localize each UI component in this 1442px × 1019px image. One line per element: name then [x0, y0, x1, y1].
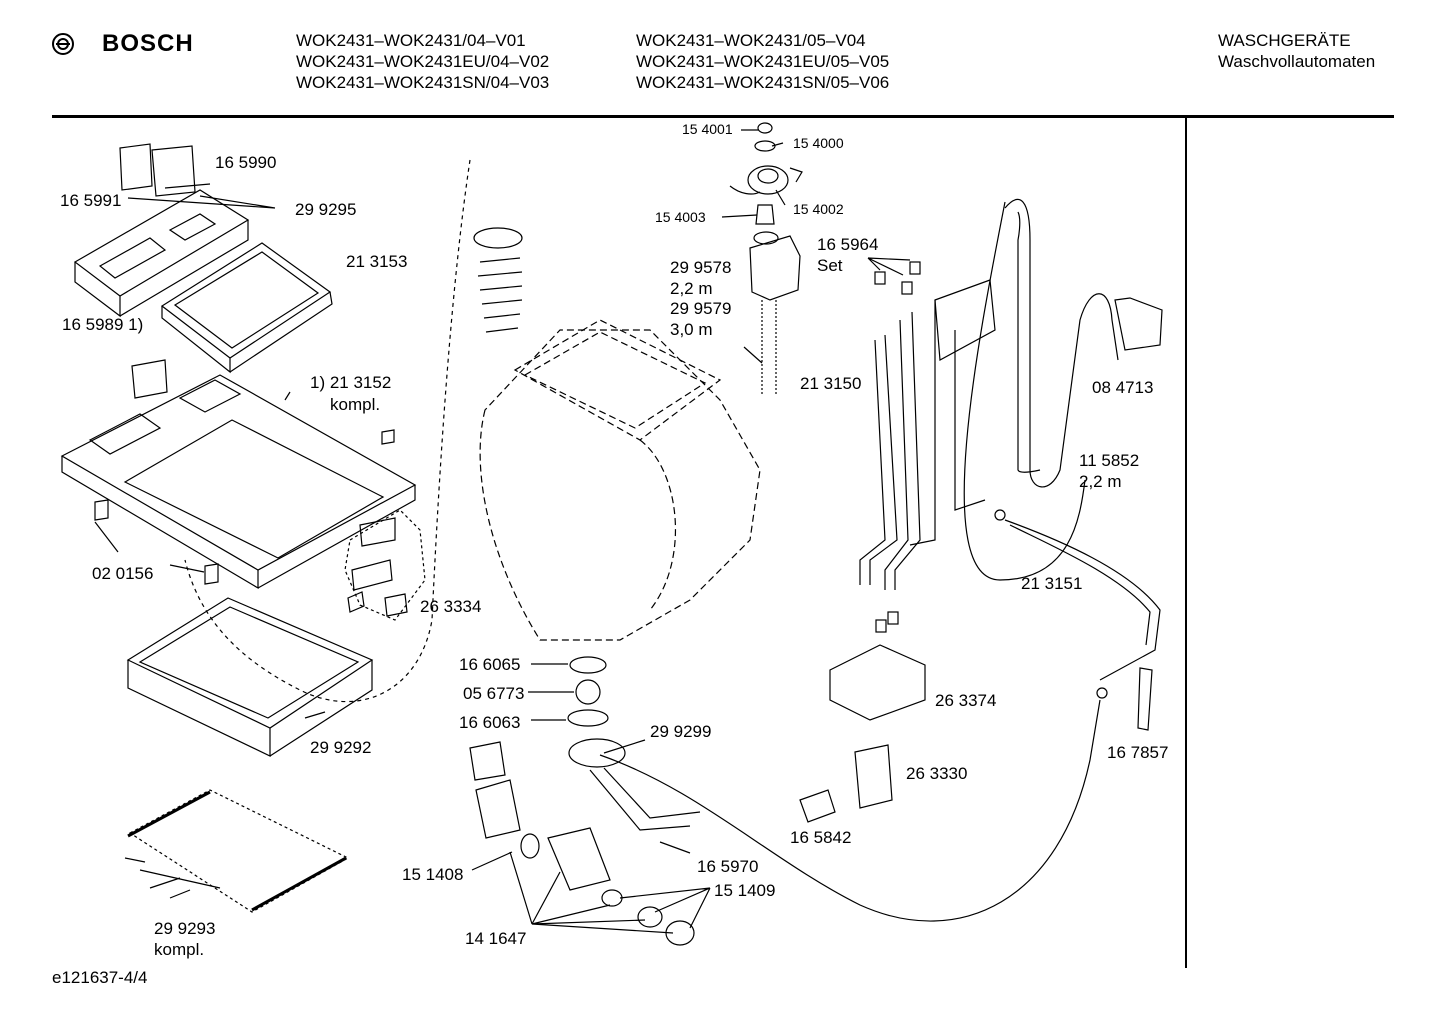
- part-label: 29 9293: [154, 919, 216, 938]
- model-line: WOK2431–WOK2431EU/05–V05: [636, 52, 890, 71]
- part-label: 21 3151: [1021, 574, 1083, 593]
- part-label: 26 3330: [906, 764, 968, 783]
- model-line: WOK2431–WOK2431SN/04–V03: [296, 73, 550, 92]
- leader-lines: [94, 129, 911, 934]
- part-label: 15 1409: [714, 881, 776, 900]
- model-line: WOK2431–WOK2431EU/04–V02: [296, 52, 550, 71]
- drain-hose-loop: [1004, 198, 1163, 488]
- lid-seal-frame: [126, 597, 374, 757]
- part-label: kompl.: [154, 940, 205, 959]
- part-label: 15 4002: [793, 201, 844, 217]
- hose-clip: [1137, 667, 1153, 731]
- cabinet-outline: [184, 159, 471, 703]
- hose-outline: [963, 201, 1086, 581]
- part-label: 16 7857: [1107, 743, 1169, 762]
- hose-21-3151: [994, 509, 1161, 699]
- part-label: 29 9292: [310, 738, 372, 757]
- part-label: 2,2 m: [1079, 472, 1122, 491]
- part-label: 08 4713: [1092, 378, 1154, 397]
- part-label: 21 3153: [346, 252, 408, 271]
- pump-assembly: [469, 656, 701, 946]
- part-label: 29 9295: [295, 200, 357, 219]
- part-label: 16 5842: [790, 828, 852, 847]
- model-line: WOK2431–WOK2431/04–V01: [296, 31, 526, 50]
- model-list-right: WOK2431–WOK2431/05–V04 WOK2431–WOK2431EU…: [636, 30, 889, 93]
- part-label: 3,0 m: [670, 320, 713, 339]
- part-label: 1) 21 3152: [310, 373, 392, 392]
- part-label: 29 9578: [670, 258, 732, 277]
- solenoid-valve-263374: [829, 611, 926, 721]
- top-frame: [60, 359, 417, 590]
- model-line: WOK2431–WOK2431SN/05–V06: [636, 73, 890, 92]
- part-label: 29 9579: [670, 299, 732, 318]
- header-rule: [52, 115, 1394, 118]
- drawing-id: e121637-4/4: [52, 968, 148, 987]
- model-list-left: WOK2431–WOK2431/04–V01 WOK2431–WOK2431EU…: [296, 30, 549, 93]
- part-label: 16 5989 1): [62, 315, 144, 334]
- part-label: 16 5991: [60, 191, 122, 210]
- washing-tub: [479, 319, 761, 641]
- model-line: WOK2431–WOK2431/05–V04: [636, 31, 866, 50]
- category-title: WASCHGERÄTE: [1218, 31, 1351, 50]
- drawer-housing: [160, 242, 333, 374]
- part-label: 26 3374: [935, 691, 997, 710]
- door-lock-assembly: [344, 509, 426, 621]
- bosch-armature-icon: [52, 33, 74, 55]
- part-label: 02 0156: [92, 564, 154, 583]
- part-label: 15 4003: [655, 209, 706, 225]
- part-label: 16 6063: [459, 713, 521, 732]
- part-label: 16 5990: [215, 153, 277, 172]
- brand-name: BOSCH: [102, 30, 194, 57]
- solenoid-valve-263330: [799, 744, 893, 823]
- part-label: 15 4001: [682, 121, 733, 137]
- category-subtitle: Waschvollautomaten: [1218, 52, 1376, 71]
- part-label: 29 9299: [650, 722, 712, 741]
- category-block: WASCHGERÄTE Waschvollautomaten: [1218, 30, 1375, 72]
- side-rule: [1185, 118, 1187, 968]
- cable-outline: [599, 699, 1101, 922]
- part-label: 05 6773: [463, 684, 525, 703]
- part-label: 16 5964: [817, 235, 879, 254]
- part-label: 2,2 m: [670, 279, 713, 298]
- part-label: 11 5852: [1079, 451, 1140, 470]
- valve-cap-assembly: [729, 122, 803, 225]
- bellows: [473, 227, 523, 333]
- part-label: kompl.: [330, 395, 381, 414]
- part-label: 16 5970: [697, 857, 759, 876]
- part-label: 15 4000: [793, 135, 844, 151]
- lid-panel: [124, 789, 350, 913]
- bosch-logo: BOSCH: [52, 30, 194, 58]
- part-label: 16 6065: [459, 655, 521, 674]
- part-label: 26 3334: [420, 597, 482, 616]
- detergent-drawer: [73, 143, 250, 318]
- part-label: Set: [817, 256, 843, 275]
- part-label: 21 3150: [800, 374, 862, 393]
- inlet-hose: [749, 231, 801, 395]
- part-label: 15 1408: [402, 865, 464, 884]
- soap-dispenser-pipes: [859, 261, 996, 590]
- part-label: 14 1647: [465, 929, 527, 948]
